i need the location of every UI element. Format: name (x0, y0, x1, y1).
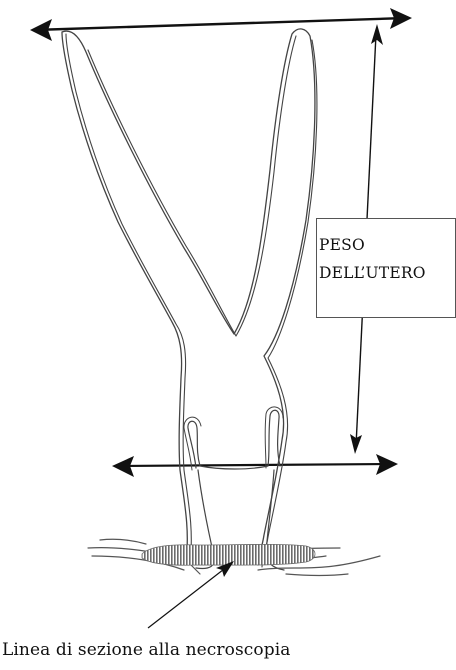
section-line-caption: Linea di sezione alla necroscopia (2, 640, 291, 660)
section-line-band (142, 544, 315, 565)
label-line-2: DELL’UTERO (319, 259, 455, 287)
uterus-outline (62, 29, 317, 570)
top-width-arrow (30, 8, 412, 41)
label-line-1: PESO (319, 231, 455, 259)
uterine-weight-label-box: PESO DELL’UTERO (316, 218, 456, 318)
section-pointer-arrow (148, 561, 234, 628)
cervix-width-arrow (112, 454, 398, 477)
